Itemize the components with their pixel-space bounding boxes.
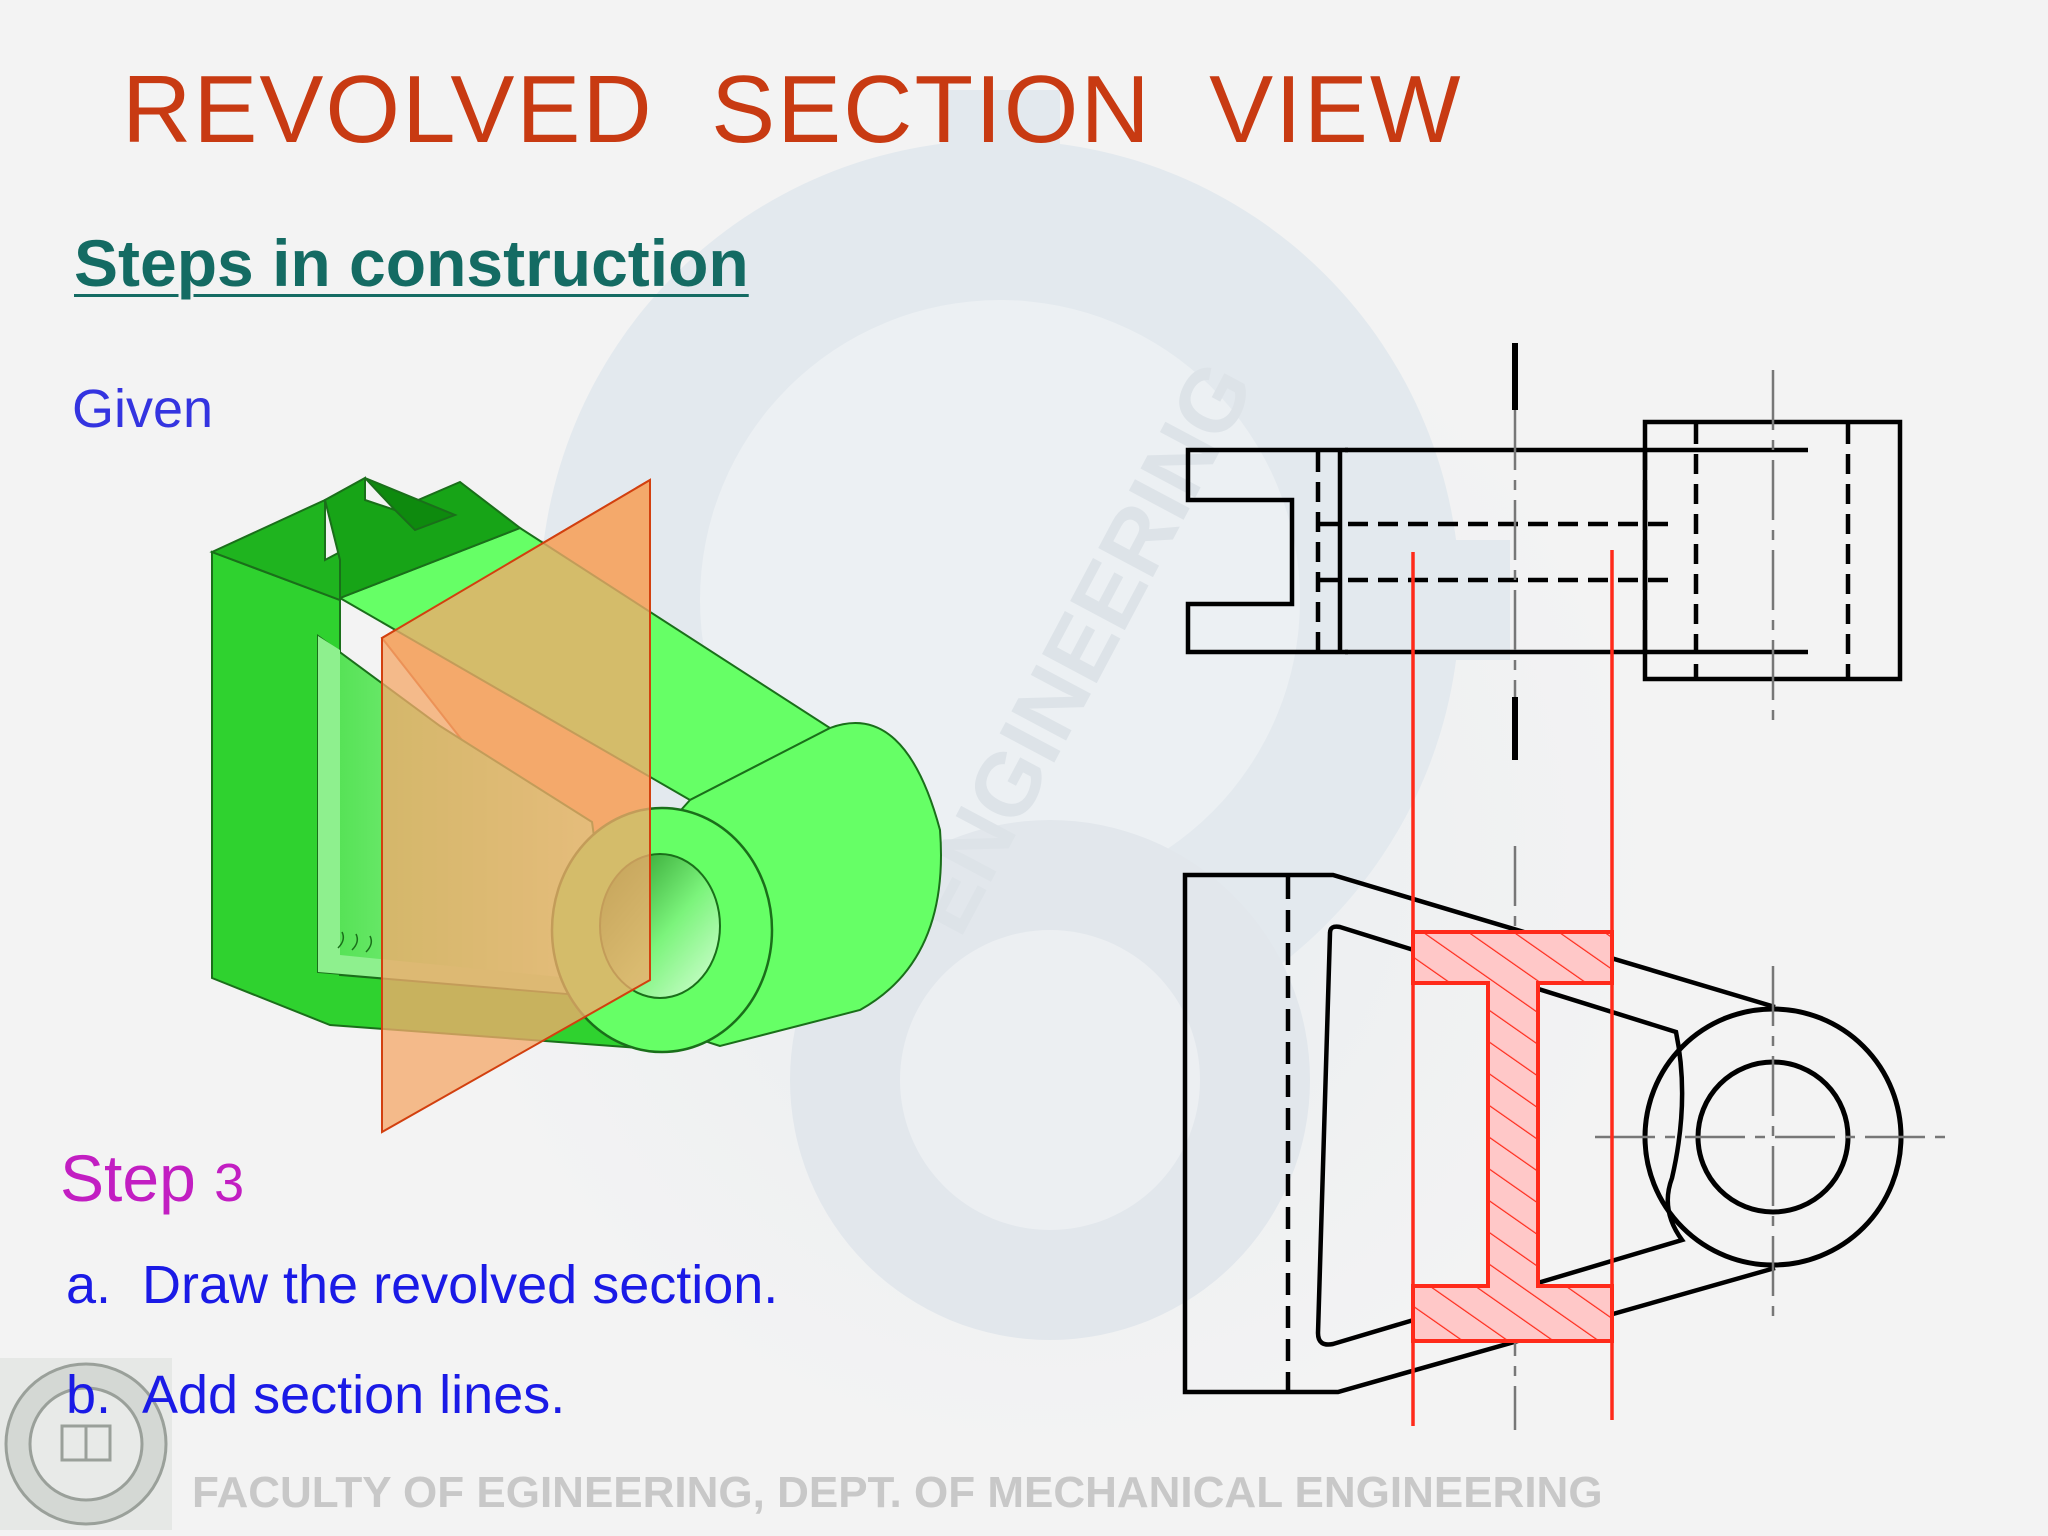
instruction-list: a. Draw the revolved section. b. Add secti…	[66, 1255, 778, 1475]
front-view-outline	[1182, 872, 1776, 1395]
instruction-letter: b.	[66, 1365, 112, 1425]
step-word: Step	[60, 1141, 196, 1215]
web-inner-shadow	[318, 636, 590, 995]
instruction-text: Add section lines.	[142, 1365, 566, 1425]
instruction-item: b. Add section lines.	[66, 1365, 778, 1475]
flange-upper-step	[323, 476, 523, 600]
front-view-boss-outer	[1642, 1006, 1904, 1268]
front-view-web-pocket	[1315, 924, 1686, 1347]
isometric-bracket-model	[209, 476, 942, 1134]
step-heading: Step 3	[60, 1140, 244, 1216]
top-view	[1185, 343, 1903, 760]
top-flange	[209, 498, 341, 602]
cutting-plane-front	[381, 478, 651, 1134]
revolved-section	[1411, 550, 1614, 1426]
footer-department: FACULTY OF EGINEERING, DEPT. OF MECHANIC…	[192, 1468, 1603, 1517]
university-logo-icon	[0, 1358, 172, 1530]
section-subtitle: Steps in construction	[74, 226, 749, 300]
instruction-text: Draw the revolved section.	[142, 1255, 779, 1315]
revolved-section-hatched-profile	[1411, 930, 1614, 1343]
instruction-item: a. Draw the revolved section.	[66, 1255, 778, 1365]
given-label: Given	[72, 379, 214, 439]
slide-title: REVOLVED SECTION VIEW	[122, 56, 1463, 163]
step-number: 3	[214, 1153, 245, 1213]
instruction-letter: a.	[66, 1255, 112, 1315]
top-view-left-outline	[1185, 447, 1348, 655]
flange-slot	[364, 477, 458, 532]
